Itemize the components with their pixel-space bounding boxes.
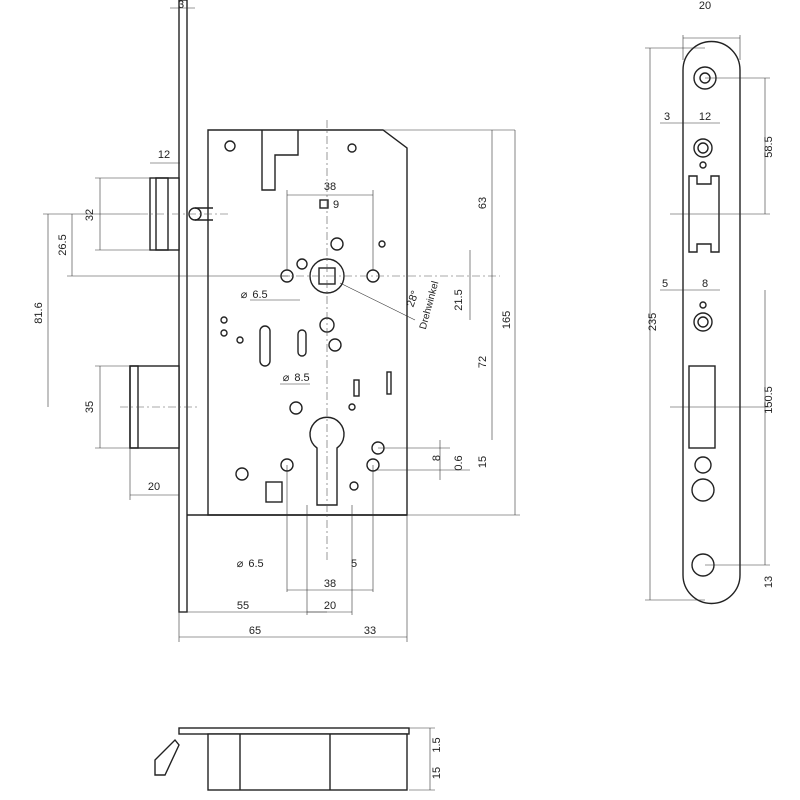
dim-bottom-body: 15 [431, 767, 443, 779]
faceplate [178, 0, 188, 613]
dim-hole-3: 6.5 [248, 558, 263, 570]
dim-latch-offset: 26.5 [57, 234, 69, 255]
dim-hole-1: 6.5 [252, 289, 267, 301]
dim-spindle-offset: 21.5 [453, 289, 465, 310]
lock-body [207, 129, 408, 516]
dim-body-tail: 33 [364, 625, 376, 637]
dim-strike-length: 235 [647, 313, 659, 331]
dim-spindle-to-cylinder: 72 [477, 356, 489, 368]
dim-faceplate: 3 [178, 0, 184, 11]
front-view-labels: 3 12 32 26.5 81.6 35 20 38 9 63 ⌀ 6.5 28… [33, 0, 513, 637]
cylinder-hole [309, 416, 345, 506]
dim-cyl-slot: 5 [351, 558, 357, 570]
dimension-lines [43, 7, 520, 642]
dim-body-depth: 65 [249, 625, 261, 637]
angle-label: Drehwinkel [418, 280, 441, 331]
dim-bolt-height: 35 [84, 401, 96, 413]
dim-latch-width: 12 [158, 149, 170, 161]
dim-body-height: 165 [501, 311, 513, 329]
dim-spindle-holes: 38 [324, 181, 336, 193]
dim-spindle-square: 9 [333, 199, 339, 211]
dim-strike-latch: 12 [699, 111, 711, 123]
dim-cylinder-a: 8 [431, 455, 443, 461]
svg-text:⌀: ⌀ [283, 372, 290, 384]
latch-hook [261, 130, 299, 191]
bottom-view: 1.5 15 [154, 727, 443, 791]
dim-hole-2: 8.5 [294, 372, 309, 384]
dim-cyl-holes: 38 [324, 578, 336, 590]
dim-angle: 28° [405, 289, 422, 309]
svg-text:⌀: ⌀ [237, 558, 244, 570]
dim-top-to-spindle: 63 [477, 197, 489, 209]
dim-strike-top: 58.5 [763, 136, 775, 157]
dim-strike-bottom: 150.5 [763, 386, 775, 414]
dim-cylinder-c: 15 [477, 456, 489, 468]
dim-cyl-spacing: 20 [324, 600, 336, 612]
dim-strike-bolt: 8 [702, 278, 708, 290]
dim-strike-bolt-offset: 5 [662, 278, 668, 290]
dim-bolt-throw: 20 [148, 481, 160, 493]
strike-plate: 20 3 12 58.5 235 5 8 150.5 13 [645, 0, 775, 605]
dim-backset: 55 [237, 600, 249, 612]
dim-latch-height: 32 [84, 209, 96, 221]
dim-strike-screw: 13 [763, 576, 775, 588]
dim-cylinder-b: 0.6 [453, 455, 465, 470]
dim-latch-to-bolt: 81.6 [33, 302, 45, 323]
dim-strike-width: 20 [699, 0, 711, 12]
dim-strike-offset: 3 [664, 111, 670, 123]
diameter-symbol: ⌀ [241, 289, 248, 301]
dim-bottom-faceplate: 1.5 [431, 737, 443, 752]
